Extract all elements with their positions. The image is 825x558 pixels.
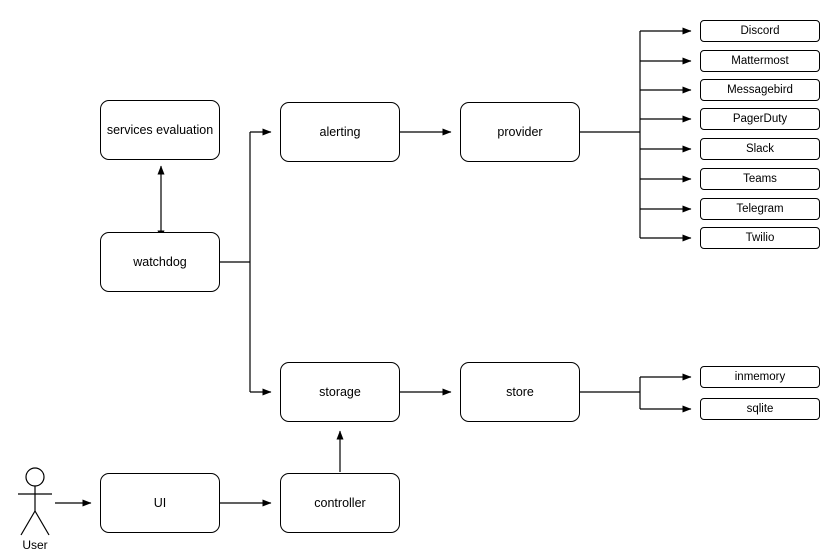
node-store[interactable]: store [460,362,580,422]
node-ui[interactable]: UI [100,473,220,533]
node-label: storage [319,385,361,399]
node-label: controller [314,496,366,510]
node-mattermost[interactable]: Mattermost [700,50,820,72]
node-label: Messagebird [727,84,793,96]
node-controller[interactable]: controller [280,473,400,533]
node-storage[interactable]: storage [280,362,400,422]
node-label: Discord [740,25,780,37]
node-messagebird[interactable]: Messagebird [700,79,820,101]
stick-figure-actor-icon [18,467,52,536]
node-inmemory[interactable]: inmemory [700,366,820,388]
node-label: services evaluation [106,123,214,137]
node-label: store [506,385,534,399]
node-label: UI [153,496,167,510]
node-pagerduty[interactable]: PagerDuty [700,108,820,130]
node-sqlite[interactable]: sqlite [700,398,820,420]
node-label: Teams [743,173,777,185]
node-teams[interactable]: Teams [700,168,820,190]
node-label: alerting [319,125,361,139]
node-label: inmemory [734,371,786,383]
node-watchdog[interactable]: watchdog [100,232,220,292]
node-label: Telegram [736,203,784,215]
node-services-evaluation[interactable]: services evaluation [100,100,220,160]
node-discord[interactable]: Discord [700,20,820,42]
actor-label-user: User [22,538,48,552]
node-slack[interactable]: Slack [700,138,820,160]
node-label: Mattermost [731,55,789,67]
node-label: watchdog [133,255,187,269]
node-label: Slack [745,143,775,155]
node-label: PagerDuty [732,113,788,125]
node-twilio[interactable]: Twilio [700,227,820,249]
node-provider[interactable]: provider [460,102,580,162]
node-label: Twilio [745,232,775,244]
node-alerting[interactable]: alerting [280,102,400,162]
node-label: provider [497,125,543,139]
node-telegram[interactable]: Telegram [700,198,820,220]
node-label: sqlite [746,403,774,415]
